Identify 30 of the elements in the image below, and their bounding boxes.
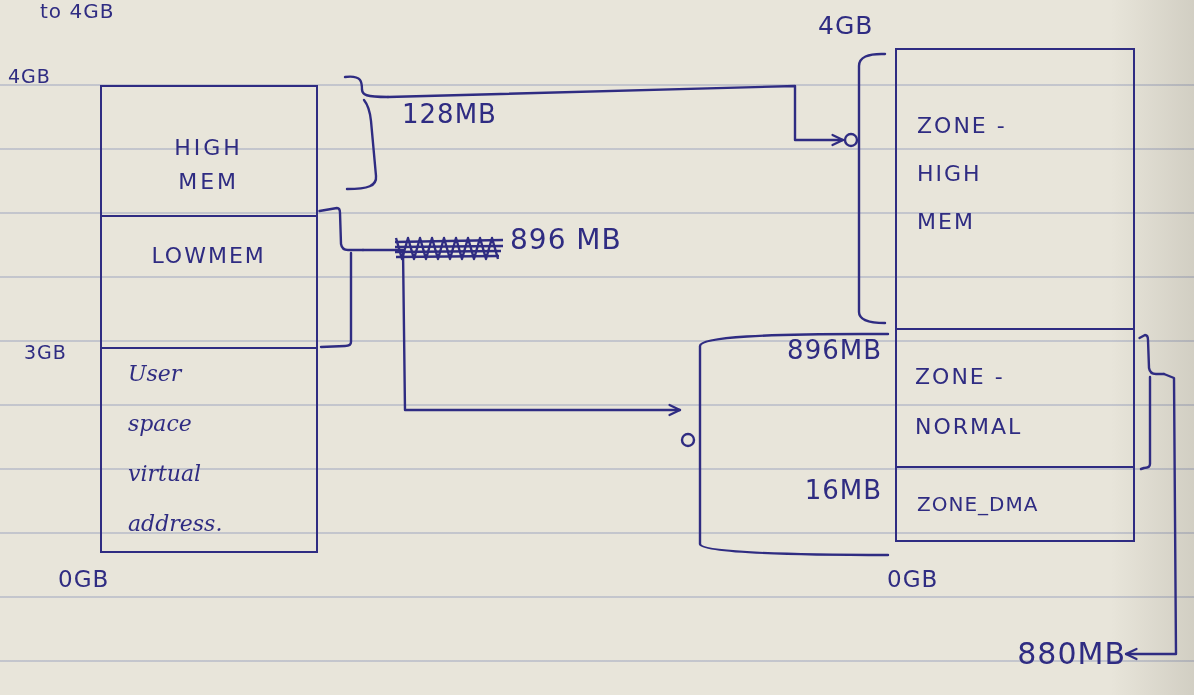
edge-label: 896 MB [510,224,622,257]
memory-zone-box [895,48,1135,330]
region-label: HIGH MEM [173,134,244,196]
arrow [386,84,845,147]
zone-label: ZONE -NORMAL [915,363,1024,441]
zone-label: ZONE - HIGH MEM [917,112,1008,236]
memory-zone-box [895,466,1135,542]
address-label: 0GB [887,566,939,593]
region-label: User space virtual address. [128,360,224,538]
arrow [361,248,682,417]
address-label: 4GB [818,12,874,41]
address-label: 4GB [8,66,51,88]
region-label: LOWMEM [150,242,267,270]
memory-region-box [100,85,318,217]
curly-brace [343,74,388,192]
address-label: 896MB [787,336,882,366]
address-label: 0GB [58,566,110,593]
size-label: 880MB [1017,632,1126,676]
bracket [843,50,885,326]
bracket [1138,332,1164,472]
bracket [318,205,363,350]
note-text: to 4GB [40,0,115,23]
zone-label: ZONE_DMA [917,492,1040,516]
address-label: 16MB [804,476,882,506]
arrow [1124,372,1178,661]
address-label: 3GB [24,342,67,364]
memory-region-box [100,347,318,553]
memory-zone-box [895,328,1135,468]
memory-region-box [100,215,318,349]
edge-label: 128MB [402,100,497,130]
